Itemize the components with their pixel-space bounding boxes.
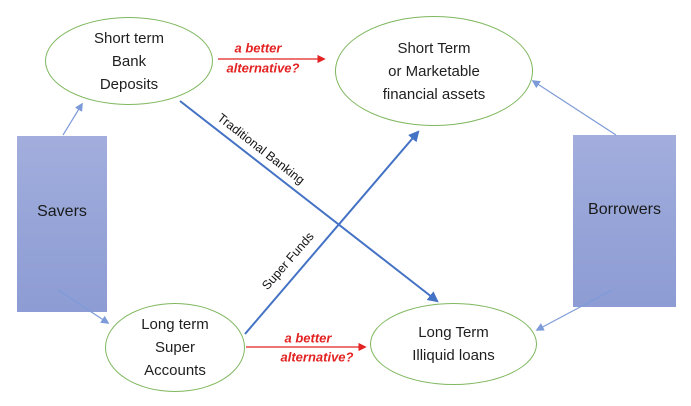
savers-label: Savers <box>37 203 87 220</box>
illiquid-loans-line: Illiquid loans <box>412 347 495 364</box>
illiquid-loans-ellipse: Long Term Illiquid loans <box>370 303 537 385</box>
label-super-funds: Super Funds <box>259 229 317 293</box>
super-accounts-line: Super <box>154 339 196 356</box>
marketable-assets-ellipse: Short Term or Marketable financial asset… <box>335 16 533 126</box>
borrowers-box: Borrowers <box>573 135 676 307</box>
marketable-assets-line: or Marketable <box>388 62 480 80</box>
label-better-alternative-bottom-line1: a better <box>284 330 332 346</box>
borrowers-label: Borrowers <box>588 201 661 218</box>
label-better-alternative-bottom-line2: alternative? <box>280 349 354 365</box>
marketable-assets-line: financial assets <box>382 85 486 103</box>
label-better-alternative-top-line2: alternative? <box>226 60 300 76</box>
super-accounts-ellipse: Long term Super Accounts <box>105 303 245 392</box>
arrow-borrowers-to-marketable-assets <box>531 80 617 136</box>
label-traditional-banking: Traditional Banking <box>214 110 308 188</box>
arrow-savers-to-bank-deposits <box>62 102 83 136</box>
bank-deposits-line: Short term <box>93 29 165 47</box>
super-accounts-line: Accounts <box>144 362 206 379</box>
illiquid-loans-line: Long Term <box>418 324 489 341</box>
marketable-assets-line: Short Term <box>397 39 471 57</box>
bank-deposits-line: Bank <box>111 52 147 70</box>
arrow-traditional-banking <box>179 100 439 303</box>
savers-box: Savers <box>17 136 107 312</box>
super-accounts-line: Long term <box>141 316 209 333</box>
label-better-alternative-top-line1: a better <box>234 40 282 56</box>
bank-deposits-line: Deposits <box>99 75 159 93</box>
bank-deposits-ellipse: Short term Bank Deposits <box>45 17 213 105</box>
